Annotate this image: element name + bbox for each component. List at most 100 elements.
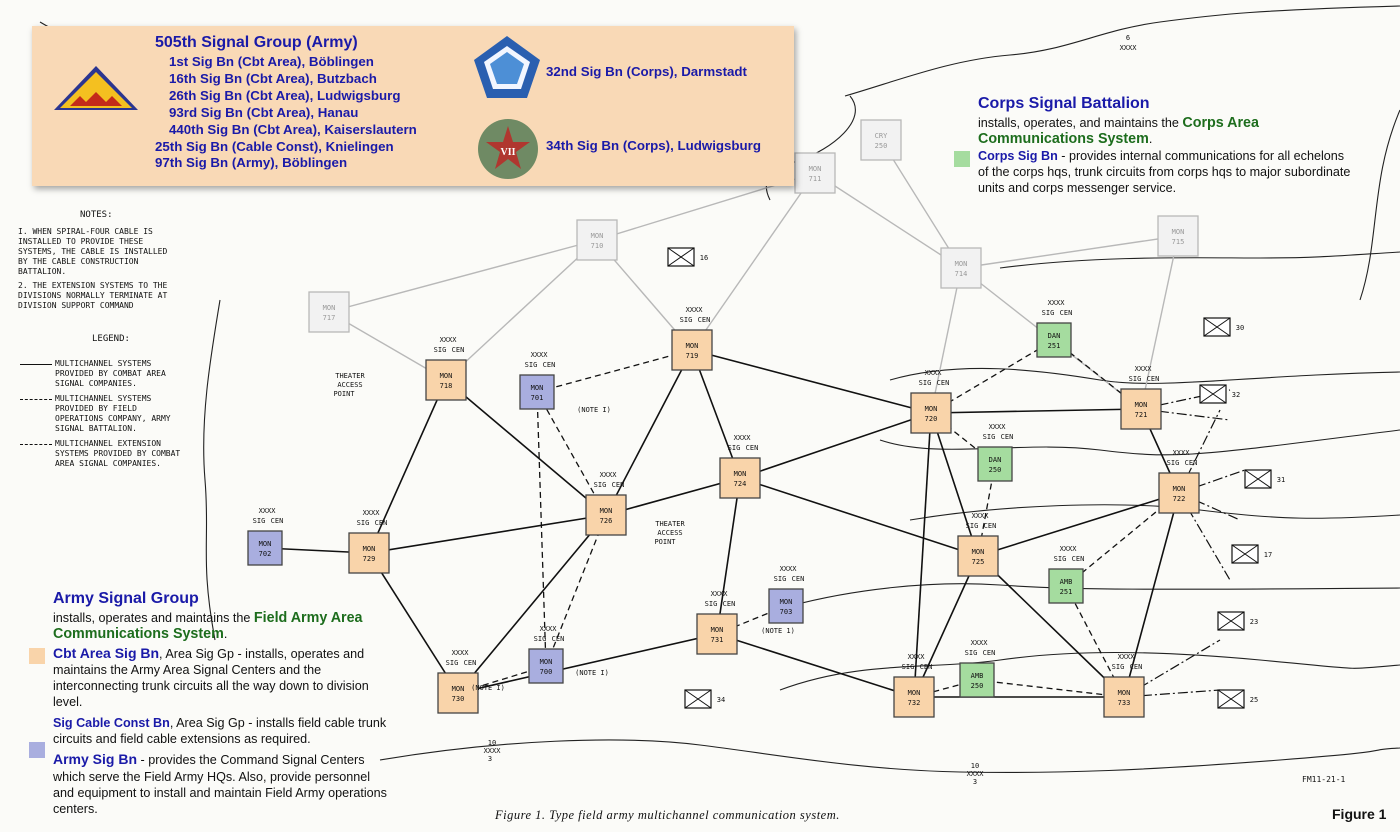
- extension-line: [1123, 689, 1221, 698]
- node-label: MON: [600, 507, 613, 515]
- boundary-label: 6: [1126, 34, 1130, 42]
- sig-label: SIG: [705, 600, 718, 608]
- sig-label: SIG: [525, 361, 538, 369]
- node-label: 732: [908, 699, 921, 707]
- trunk-line: [739, 477, 979, 557]
- echelon-label: XXXX: [1135, 365, 1153, 373]
- division-flag-mark: [1203, 317, 1231, 337]
- fm-reference: FM11-21-1: [1302, 775, 1346, 784]
- echelon-label: XXXX: [972, 512, 990, 520]
- node-label: 720: [925, 415, 938, 423]
- trunk-line: [716, 477, 741, 635]
- faded-trunk-line: [814, 172, 962, 269]
- trunk-line: [930, 412, 979, 557]
- sig-label: SIG: [446, 659, 459, 667]
- division-flag-mark: [1244, 469, 1272, 489]
- unit-item: 97th Sig Bn (Army), Böblingen: [155, 155, 348, 171]
- army-label: Army Sig Bn: [53, 751, 138, 768]
- trunk-line: [368, 514, 607, 554]
- trunk-line: [605, 349, 693, 516]
- node-label: MON: [1173, 485, 1186, 493]
- group-title: 505th Signal Group (Army): [155, 34, 358, 51]
- node-label: DAN: [989, 456, 1002, 464]
- sig-label: SIG: [1167, 459, 1180, 467]
- division-flag-mark: [1217, 689, 1245, 709]
- sig-label: SIG: [1129, 375, 1142, 383]
- echelon-label: XXXX: [440, 336, 458, 344]
- extension-line: [1178, 469, 1246, 494]
- cen-label: CEN: [1130, 663, 1143, 671]
- node-label: 730: [452, 695, 465, 703]
- green-swatch: [954, 151, 970, 167]
- node-label: MON: [1118, 689, 1131, 697]
- terrain-boundary-line: [379, 739, 1400, 774]
- node-label: MON: [259, 540, 272, 548]
- terrain-boundary-line: [789, 583, 1400, 607]
- legend-item-dashed: MULTICHANNEL SYSTEMS PROVIDED BY FIELD O…: [55, 394, 171, 433]
- node-label: MON: [925, 405, 938, 413]
- access-label: ACCESS: [337, 381, 362, 389]
- cen-label: CEN: [1147, 375, 1160, 383]
- army-text: - provides the Command Signal Centers wh…: [53, 753, 387, 817]
- faded-trunk-line: [1140, 235, 1179, 410]
- sig-label: SIG: [594, 481, 607, 489]
- unit-list: 1st Sig Bn (Cbt Area), Böblingen 16th Si…: [155, 54, 417, 172]
- note-ref-label: (NOTE I): [575, 669, 609, 677]
- node-label: 718: [440, 382, 453, 390]
- trunk-line: [739, 412, 932, 479]
- signal-center-box: [959, 662, 995, 698]
- trunk-line: [716, 633, 915, 698]
- notes-title: NOTES:: [80, 210, 113, 220]
- figure-label: Figure 1: [1332, 806, 1387, 822]
- node-label: 733: [1118, 699, 1131, 707]
- cbt-label: Cbt Area Sig Bn: [53, 644, 160, 661]
- cen-label: CEN: [723, 600, 736, 608]
- dashed-trunk-line: [536, 349, 693, 393]
- signal-center-box: [696, 613, 738, 655]
- extension-line: [1178, 409, 1221, 494]
- node-label: 731: [711, 636, 724, 644]
- echelon-label: XXXX: [1118, 653, 1136, 661]
- seventh-army-patch-icon: [54, 66, 138, 110]
- division-flag-mark: [1231, 544, 1259, 564]
- unit-item: 26th Sig Bn (Cbt Area), Ludwigsburg: [169, 87, 401, 103]
- echelon-label: XXXX: [711, 590, 729, 598]
- signal-center-box: [671, 329, 713, 371]
- sig-label: SIG: [534, 635, 547, 643]
- cbt-text: , Area Sig Gp - installs, operates and m…: [53, 646, 369, 710]
- sig-label: SIG: [1054, 555, 1067, 563]
- node-label: 714: [955, 270, 968, 278]
- division-number: 25: [1250, 696, 1258, 704]
- point-label: POINT: [654, 538, 676, 546]
- trunk-line: [977, 492, 1180, 557]
- trunk-line: [445, 379, 607, 516]
- boundary-label: XXXX: [967, 770, 985, 778]
- node-label: MON: [452, 685, 465, 693]
- echelon-label: XXXX: [259, 507, 277, 515]
- corps-unit-34: 34th Sig Bn (Corps), Ludwigsburg: [546, 138, 761, 153]
- faded-trunk-line: [445, 239, 598, 381]
- node-label: 250: [971, 682, 984, 690]
- boundary-label: 10: [488, 739, 496, 747]
- boundary-label: XXXX: [484, 747, 502, 755]
- legend-dashdot-line: [20, 444, 52, 445]
- cen-label: CEN: [1060, 309, 1073, 317]
- trunk-line: [605, 477, 741, 516]
- signal-center-box: [768, 588, 804, 624]
- node-label: 721: [1135, 411, 1148, 419]
- node-label: MON: [686, 342, 699, 350]
- node-label: 726: [600, 517, 613, 525]
- corps-signal-heading: Corps Signal Battalion: [978, 95, 1150, 112]
- trunk-line: [977, 555, 1125, 698]
- corps-intro-text: installs, operates, and maintains the: [978, 116, 1179, 130]
- echelon-label: XXXX: [908, 653, 926, 661]
- trunk-line: [691, 349, 741, 479]
- node-label: 725: [972, 558, 985, 566]
- node-label: 729: [363, 555, 376, 563]
- blue-swatch: [29, 742, 45, 758]
- signal-center-box: [528, 648, 564, 684]
- trunk-line: [913, 412, 932, 698]
- boundary-label: 3: [973, 778, 977, 786]
- cen-label: CEN: [746, 444, 759, 452]
- patch-text: VII: [500, 147, 515, 158]
